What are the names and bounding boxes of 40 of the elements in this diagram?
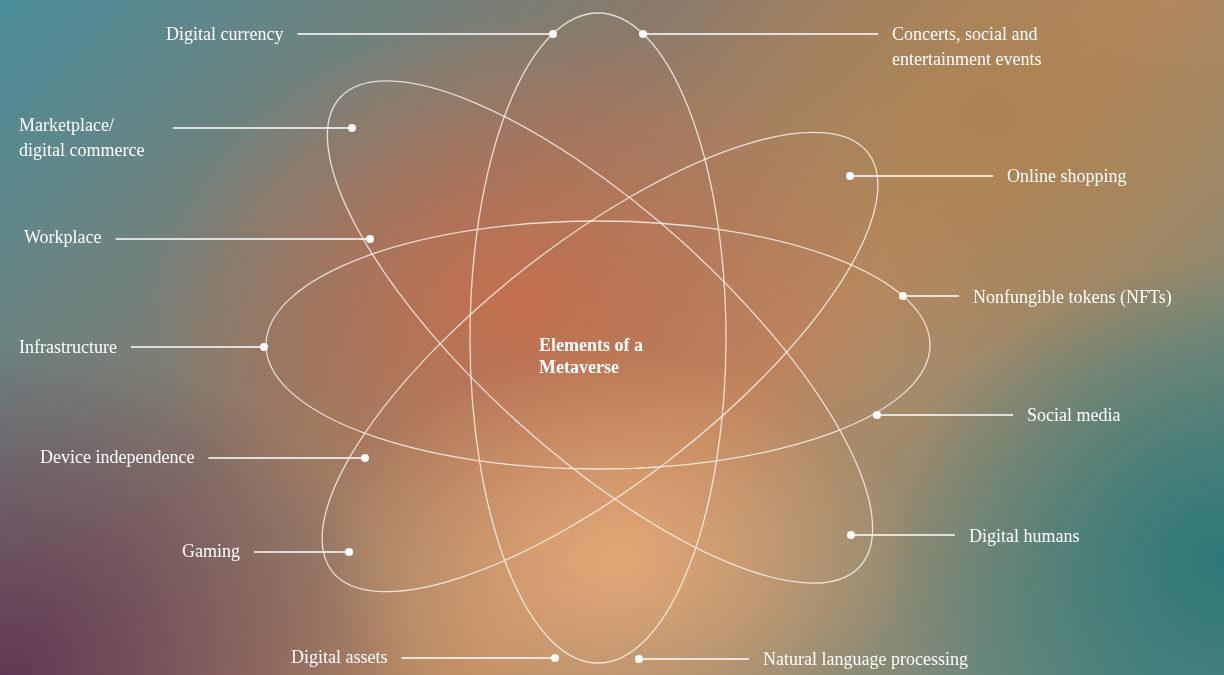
anchor-dot	[361, 454, 369, 462]
anchor-dot	[847, 531, 855, 539]
element-label: Natural language processing	[763, 646, 968, 672]
leader-line	[253, 551, 346, 553]
leader-line	[854, 534, 956, 536]
anchor-dot	[549, 30, 557, 38]
anchor-dot	[348, 124, 356, 132]
anchor-dot	[846, 172, 854, 180]
leader-line	[906, 295, 960, 297]
diagram-title: Elements of a Metaverse	[539, 334, 644, 378]
element-label: Marketplace/ digital commerce	[19, 112, 159, 163]
leader-line	[642, 658, 750, 660]
element-label: Nonfungible tokens (NFTs)	[973, 284, 1172, 310]
anchor-dot	[899, 292, 907, 300]
leader-line	[400, 657, 552, 659]
element-label: Concerts, social and entertainment events	[892, 21, 1087, 72]
leader-line	[114, 238, 367, 240]
element-label: Gaming	[182, 538, 240, 564]
element-label: Digital humans	[969, 523, 1080, 549]
anchor-dot	[551, 654, 559, 662]
element-label: Infrastructure	[19, 334, 117, 360]
leader-line	[172, 127, 349, 129]
anchor-dot	[345, 548, 353, 556]
leader-line	[853, 175, 994, 177]
anchor-dot	[639, 30, 647, 38]
leader-line	[880, 414, 1014, 416]
leader-line	[207, 457, 362, 459]
leader-line	[646, 33, 879, 35]
element-label: Social media	[1027, 402, 1121, 428]
element-label: Online shopping	[1007, 163, 1127, 189]
element-label: Digital assets	[291, 644, 388, 670]
element-label: Workplace	[24, 224, 102, 250]
anchor-dot	[260, 343, 268, 351]
anchor-dot	[635, 655, 643, 663]
element-label: Digital currency	[166, 21, 284, 47]
leader-line	[296, 33, 550, 35]
anchor-dot	[873, 411, 881, 419]
element-label: Device independence	[40, 444, 195, 470]
leader-line	[130, 346, 261, 348]
anchor-dot	[366, 235, 374, 243]
